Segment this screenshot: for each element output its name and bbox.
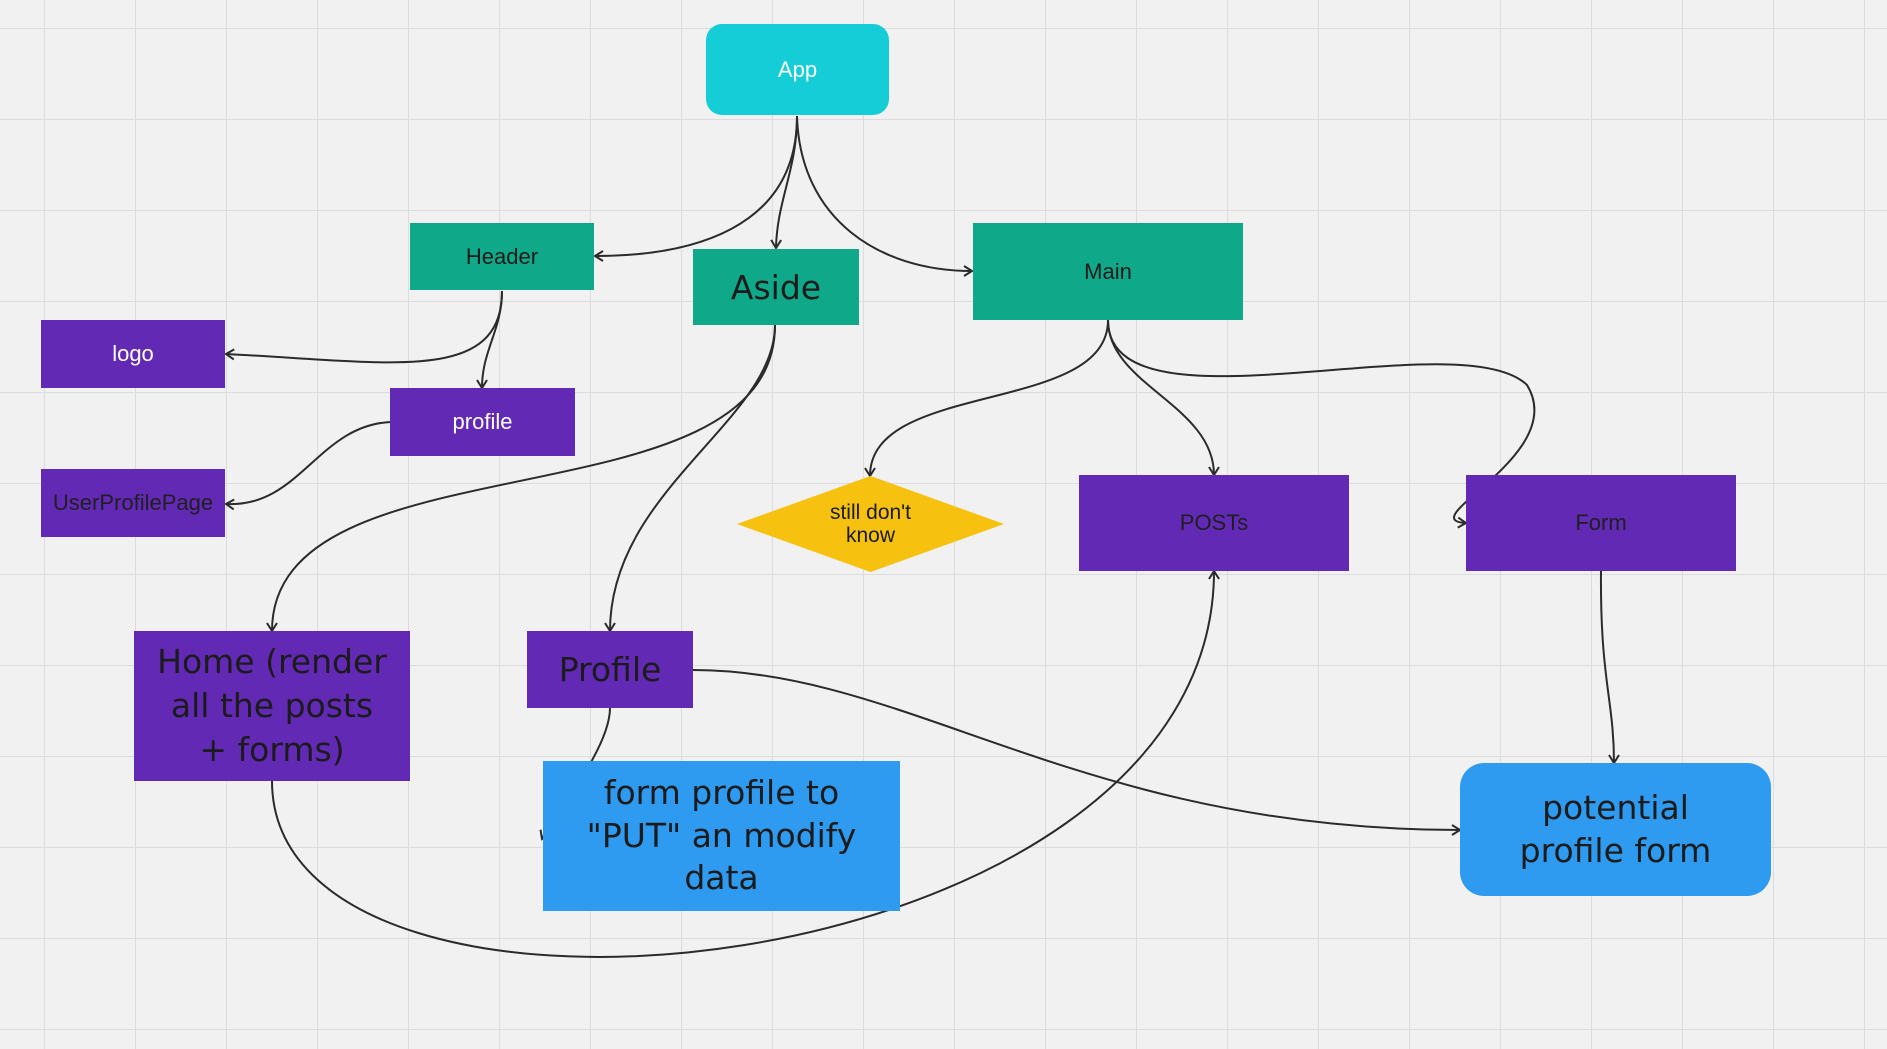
edge-app-aside xyxy=(770,115,798,250)
still-dont-know-node[interactable]: still don't know xyxy=(737,476,1004,572)
form-node[interactable]: Form xyxy=(1466,475,1736,571)
edge-form-potentialprofileform xyxy=(1599,570,1620,765)
profile-small-node-label: profile xyxy=(452,409,513,434)
edge-main-posts xyxy=(1107,319,1220,477)
edge-profile-userprofilepage xyxy=(224,421,392,511)
posts-node-label: POSTs xyxy=(1179,510,1249,535)
home-node-label: Home (render all the posts + forms) xyxy=(157,642,387,769)
potential-profile-form-node[interactable]: potential profile form xyxy=(1460,763,1771,896)
logo-node-label: logo xyxy=(112,341,154,366)
header-node[interactable]: Header xyxy=(410,223,594,290)
profile-small-node[interactable]: profile xyxy=(390,388,575,456)
app-node-label: App xyxy=(777,56,818,82)
app-node[interactable]: App xyxy=(706,24,889,115)
main-node-label: Main xyxy=(1084,258,1132,284)
main-node[interactable]: Main xyxy=(973,223,1243,320)
edge-header-profile xyxy=(476,290,503,390)
edge-header-logo xyxy=(224,290,503,364)
edge-main-stilldontknow xyxy=(864,319,1109,478)
edge-aside-home xyxy=(266,324,776,633)
profile-big-node-label: Profile xyxy=(558,649,662,689)
profile-big-node[interactable]: Profile xyxy=(527,631,693,708)
header-node-label: Header xyxy=(465,243,539,269)
logo-node[interactable]: logo xyxy=(41,320,225,388)
still-dont-know-label: still don't know xyxy=(829,500,912,547)
form-profile-put-node[interactable]: form profile to "PUT" an modify data xyxy=(543,761,900,911)
aside-node[interactable]: Aside xyxy=(693,249,859,325)
diamond-shape xyxy=(737,476,1004,572)
form-profile-put-label: form profile to "PUT" an modify data xyxy=(586,772,857,898)
posts-node[interactable]: POSTs xyxy=(1079,475,1349,571)
edge-app-header xyxy=(593,115,798,262)
potential-profile-form-label: potential profile form xyxy=(1519,787,1712,870)
edge-aside-profile xyxy=(604,324,776,633)
form-node-label: Form xyxy=(1575,510,1627,535)
edge-app-main xyxy=(796,115,974,277)
aside-node-label: Aside xyxy=(730,267,822,307)
userprofilepage-node[interactable]: UserProfilePage xyxy=(41,469,225,537)
edge-profile-potentialprofileform xyxy=(692,669,1462,836)
home-node[interactable]: Home (render all the posts + forms) xyxy=(134,631,410,781)
edge-home-posts xyxy=(271,569,1220,958)
userprofilepage-node-label: UserProfilePage xyxy=(52,490,214,515)
